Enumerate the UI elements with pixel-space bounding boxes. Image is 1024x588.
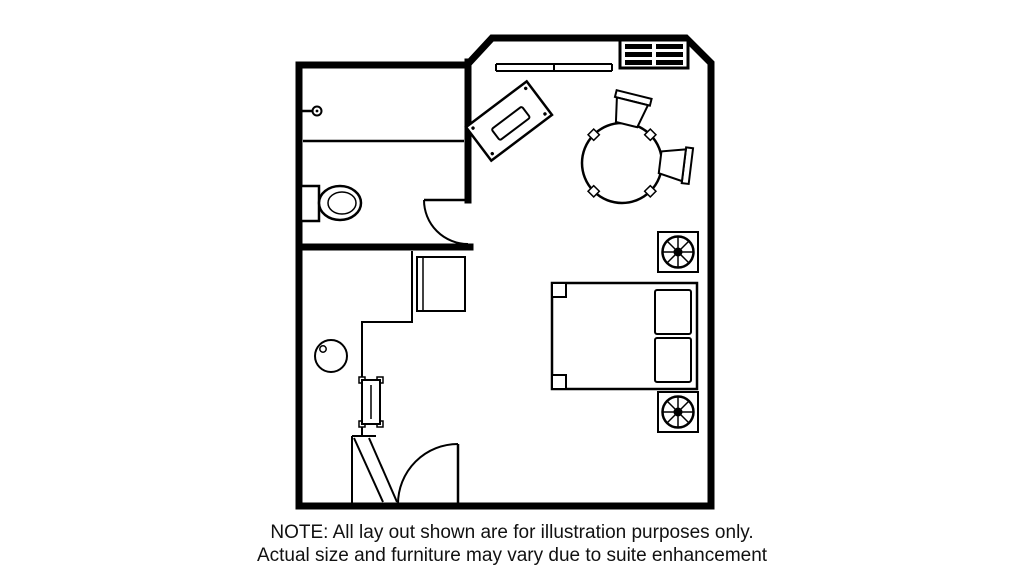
dining-table	[580, 121, 664, 205]
luggage-desk	[464, 79, 554, 163]
closet-bifold-door	[351, 435, 398, 503]
disclaimer-note-line2: Actual size and furniture may vary due t…	[256, 545, 768, 566]
ac-grille	[618, 38, 690, 70]
wall-cabinet	[416, 256, 466, 312]
bed-post-top	[551, 282, 567, 298]
fan-coil-unit-lower	[656, 390, 700, 434]
bed-post-bottom	[551, 374, 567, 390]
toilet	[299, 184, 363, 223]
dining-chair-right	[656, 143, 695, 185]
ironing-board	[358, 376, 384, 428]
disclaimer-note-line1: NOTE: All lay out shown are for illustra…	[270, 522, 754, 543]
fan-coil-unit-upper	[656, 230, 700, 274]
bathroom-door	[423, 198, 469, 245]
entry-door	[397, 443, 460, 505]
pillow-bottom	[654, 337, 692, 383]
pillow-top	[654, 289, 692, 335]
round-sink	[314, 339, 348, 373]
window-sill	[495, 63, 613, 72]
disclaimer-note: NOTE: All lay out shown are for illustra…	[0, 521, 1024, 567]
bed	[550, 281, 699, 391]
towel-hook	[300, 105, 323, 117]
